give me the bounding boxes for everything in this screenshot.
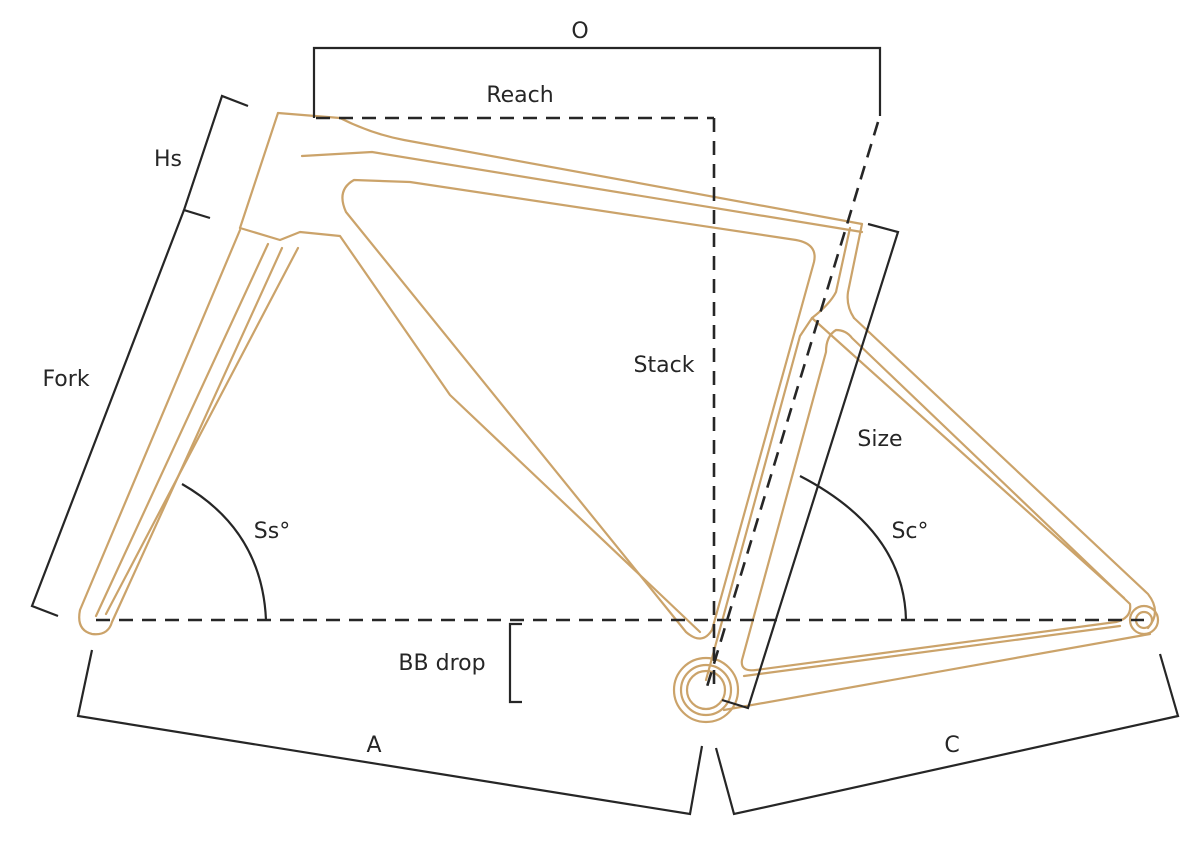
head-tube-bracket	[182, 94, 249, 220]
stack-label: Stack	[634, 353, 695, 378]
bb-drop-label: BB drop	[398, 651, 485, 676]
bottom-bracket-outer	[672, 656, 740, 724]
seat-angle-arc	[799, 475, 908, 621]
top-tube-outer	[276, 111, 864, 226]
bb-drop-bracket	[508, 622, 522, 704]
bottom-bracket-inner	[685, 669, 727, 711]
fork-label: Fork	[42, 367, 89, 392]
down-tube-underside	[238, 226, 702, 634]
fork-blade-outer	[78, 228, 284, 636]
top-tube-inner-line	[300, 150, 864, 234]
overall-bracket	[312, 46, 882, 118]
rear-triangle-window	[740, 328, 1132, 672]
head-tube-label: Hs	[154, 147, 182, 172]
front-center-bracket	[76, 649, 704, 816]
bottom-bracket-mid	[679, 663, 733, 717]
size-bracket	[721, 222, 900, 710]
front-triangle-window	[341, 178, 816, 640]
dimension-labels: O Reach Hs Fork Stack Size Ss° Sc° BB dr…	[42, 19, 959, 758]
fork-blade-inner-2	[104, 246, 300, 616]
chainstay-label: C	[944, 733, 959, 758]
bicycle-frame	[78, 111, 1160, 724]
rear-dropout-outer	[1128, 604, 1160, 636]
size-label: Size	[857, 427, 902, 452]
seat-tube-extension	[704, 121, 880, 691]
chainstay-bracket	[714, 653, 1180, 816]
reach-label: Reach	[486, 83, 553, 108]
steering-angle-arc	[181, 483, 268, 621]
fork-bracket	[30, 209, 186, 618]
seatstay-inner	[810, 316, 1126, 600]
seat-tube-front	[846, 222, 864, 320]
chainstay-top	[742, 624, 1122, 678]
front-center-label: A	[366, 733, 381, 758]
dimension-brackets	[30, 46, 1180, 816]
reference-lines	[96, 116, 1144, 691]
seat-angle-label: Sc°	[891, 519, 928, 544]
steering-angle-label: Ss°	[254, 519, 290, 544]
chainstay-bottom	[722, 632, 1152, 712]
overall-label: O	[571, 19, 588, 44]
fork-blade-inner	[94, 242, 270, 618]
head-tube-front	[238, 111, 280, 230]
